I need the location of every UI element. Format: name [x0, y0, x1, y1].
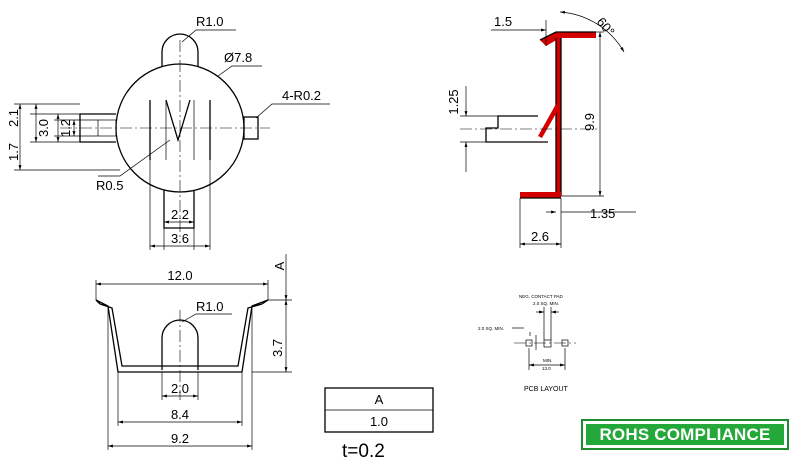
- dimension-table: A 1.0: [324, 387, 434, 433]
- dim-12-0: 12.0: [167, 268, 192, 283]
- label-r1-0: R1.0: [196, 14, 223, 29]
- dim-2-1: 2.1: [6, 109, 21, 127]
- dim-datum-a: A: [272, 261, 287, 270]
- upper-flange: [540, 32, 596, 46]
- dim-8-4: 8.4: [171, 407, 189, 422]
- thickness-label: t=0.2: [342, 441, 385, 462]
- pcb-layout: NEG. CONTACT PAD 2.0 SQ. MIN. 2.0 SQ. MI…: [478, 294, 576, 393]
- dim-1-35: 1.35: [590, 206, 615, 221]
- table-header: A: [375, 392, 384, 407]
- label-diameter: Ø7.8: [224, 50, 252, 65]
- rohs-badge-text: ROHS COMPLIANCE: [599, 424, 771, 444]
- top-tab: [161, 33, 199, 66]
- vertical-body: [556, 38, 561, 196]
- pcb-pad-size-top: 2.0 SQ. MIN.: [533, 301, 559, 306]
- center-rect: [165, 100, 195, 160]
- bottom-tab: [163, 190, 195, 229]
- side-view: 1.5 60° 1.25 9.9 1.35 2.6: [446, 10, 636, 248]
- label-4-r0-2: 4-R0.2: [282, 88, 321, 103]
- top-view: 1.7 2.1 3.0 1.2 R1.0 Ø7.8 4-R0.2 R0.5 2.…: [6, 14, 330, 250]
- side-lead: [485, 115, 548, 143]
- dim-3-0: 3.0: [36, 119, 51, 137]
- bottom-tab-inner: [149, 160, 211, 196]
- dim-3-7: 3.7: [270, 339, 285, 357]
- pad-center: [543, 339, 552, 348]
- front-view: 12.0 A R1.0 3.7 2.0 8.4 9.2: [95, 254, 292, 450]
- dim-1-25: 1.25: [446, 89, 461, 114]
- pcb-title: NEG. CONTACT PAD: [519, 294, 564, 299]
- dim-9-9: 9.9: [582, 113, 597, 131]
- rohs-badge-fill: ROHS COMPLIANCE: [586, 424, 784, 445]
- pcb-min-value: 13.0: [542, 366, 551, 371]
- dim-angle: 60°: [594, 14, 618, 39]
- label-r0-5: R0.5: [96, 178, 123, 193]
- spring-leaf: [538, 104, 558, 138]
- center-v: [165, 99, 191, 143]
- pcb-pad-size-left: 2.0 SQ. MIN.: [478, 326, 504, 331]
- front-body: [95, 299, 269, 373]
- pcb-caption: PCB LAYOUT: [524, 386, 569, 393]
- dim-2-0: 2.0: [171, 381, 189, 396]
- label-front-r1-0: R1.0: [196, 299, 223, 314]
- dim-2-6: 2.6: [531, 229, 549, 244]
- dim-1-2: 1.2: [58, 119, 73, 137]
- dim-3-6: 3.6: [171, 231, 189, 246]
- dim-1-7: 1.7: [6, 143, 21, 161]
- lower-flange: [520, 192, 561, 198]
- dim-2-2: 2.2: [171, 207, 189, 222]
- pcb-min-label: MIN.: [543, 358, 553, 363]
- table-value: 1.0: [370, 414, 388, 429]
- center-slot: [149, 100, 211, 160]
- dim-9-2: 9.2: [171, 431, 189, 446]
- dim-1-5: 1.5: [494, 14, 512, 29]
- rohs-badge: ROHS COMPLIANCE: [581, 419, 789, 450]
